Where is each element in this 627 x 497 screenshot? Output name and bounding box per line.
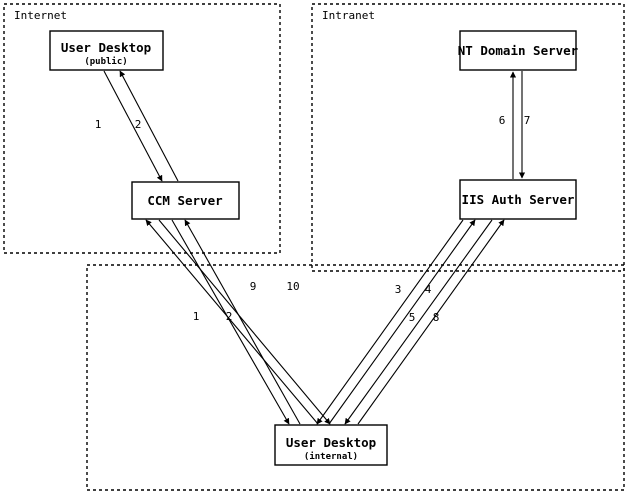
step-label-10: 10 xyxy=(286,280,299,293)
flow-line-9-internal-to-ccm xyxy=(145,219,319,425)
flow-lines xyxy=(103,70,526,425)
flow-line-1-ccm-to-internal xyxy=(171,219,290,425)
step-label-2-lower: 2 xyxy=(226,310,233,323)
step-label-9: 9 xyxy=(250,280,257,293)
node-subtitle-user-desktop-internal: (internal) xyxy=(304,451,358,462)
step-label-1-upper: 1 xyxy=(95,118,102,131)
flow-line-3-iis-to-internal xyxy=(316,219,464,425)
step-label-3: 3 xyxy=(395,283,402,296)
flow-line-8-internal-to-iis xyxy=(357,219,505,425)
node-box-user-desktop-public[interactable] xyxy=(49,30,164,71)
step-label-4: 4 xyxy=(425,283,432,296)
flow-line-1-public-to-ccm xyxy=(103,70,163,182)
node-title-nt-domain-server: NT Domain Server xyxy=(458,43,579,58)
node-ccm-server[interactable]: CCM Server xyxy=(131,181,240,220)
node-title-user-desktop-internal: User Desktop xyxy=(286,435,376,450)
nodes: User Desktop (public) CCM Server NT Doma… xyxy=(49,30,579,466)
node-title-ccm-server: CCM Server xyxy=(147,193,223,208)
step-labels: 1 2 1 2 3 4 5 6 7 8 9 10 xyxy=(95,114,531,324)
node-box-ccm-server[interactable] xyxy=(131,181,240,220)
flow-line-4-internal-to-iis xyxy=(328,219,476,425)
flow-line-5-iis-to-internal xyxy=(344,219,493,425)
node-box-user-desktop-internal[interactable] xyxy=(274,424,388,466)
step-label-6: 6 xyxy=(499,114,506,127)
step-label-2-upper: 2 xyxy=(135,118,142,131)
node-box-iis-auth-server[interactable] xyxy=(459,179,577,220)
zone-label-intranet: Intranet xyxy=(322,9,375,22)
node-user-desktop-internal[interactable]: User Desktop (internal) xyxy=(274,424,388,466)
node-iis-auth-server[interactable]: IIS Auth Server xyxy=(459,179,577,220)
step-label-7: 7 xyxy=(524,114,531,127)
flow-line-10-ccm-to-internal xyxy=(158,219,331,425)
node-title-user-desktop-public: User Desktop xyxy=(61,40,151,55)
node-user-desktop-public[interactable]: User Desktop (public) xyxy=(49,30,164,71)
step-label-8: 8 xyxy=(433,311,440,324)
zone-boundaries xyxy=(3,3,625,491)
node-title-iis-auth-server: IIS Auth Server xyxy=(462,192,575,207)
node-box-nt-domain-server[interactable] xyxy=(459,30,577,71)
zone-internal-boundary xyxy=(86,264,625,491)
node-nt-domain-server[interactable]: NT Domain Server xyxy=(458,30,579,71)
zone-label-internet: Internet xyxy=(14,9,67,22)
flow-line-2-ccm-to-public xyxy=(119,70,179,182)
zone-internet-boundary xyxy=(3,3,281,254)
step-label-5: 5 xyxy=(409,311,416,324)
step-label-1-lower: 1 xyxy=(193,310,200,323)
flow-line-2-internal-to-ccm xyxy=(184,219,301,425)
node-subtitle-user-desktop-public: (public) xyxy=(84,56,127,67)
